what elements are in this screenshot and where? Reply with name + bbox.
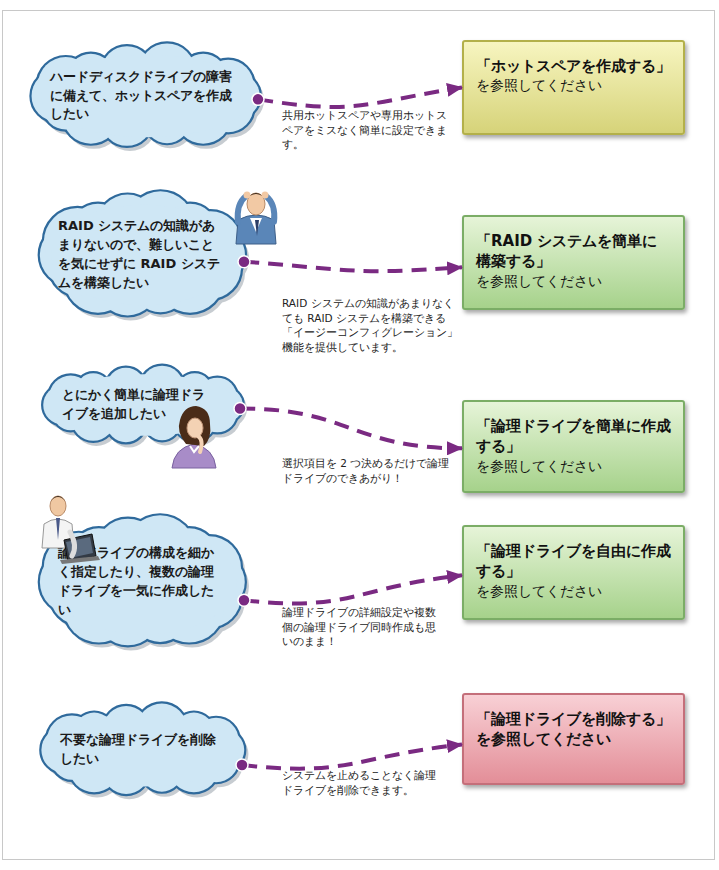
- reference-box: 「論理ドライブを簡単に作成する」を参照してください: [462, 400, 685, 493]
- dashed-arrow: [238, 256, 462, 271]
- box-body: を参照してください: [476, 582, 671, 601]
- cloud-text-area: 不要な論理ドライブを削除したい: [36, 700, 252, 800]
- cloud-fill: [43, 366, 242, 443]
- cloud-shadow: [45, 368, 247, 447]
- box-body: を参照してください: [476, 76, 671, 95]
- reference-box: 「ホットスペアを作成する」を参照してください: [462, 40, 685, 135]
- box-title: 「論理ドライブを自由に作成する」: [476, 541, 671, 582]
- thought-cloud: とにかく簡単に論理ドライブを追加したい: [38, 362, 250, 448]
- cloud-shadow: [33, 46, 264, 151]
- box-title: 「論理ドライブを削除する」を参照してください: [476, 709, 671, 750]
- cloud-fill: [40, 191, 245, 315]
- dashed-line: [244, 262, 462, 271]
- thought-cloud: RAID システムの知識があまりないので、難しいことを気にせずに RAID シス…: [34, 188, 254, 322]
- cloud-text: RAID システムの知識があまりないので、難しいことを気にせずに RAID シス…: [58, 217, 220, 292]
- dashed-line: [258, 88, 462, 107]
- box-body: を参照してください: [476, 457, 671, 476]
- dashed-line: [240, 408, 462, 448]
- box-title: 「RAID システムを簡単に構築する」: [476, 231, 671, 272]
- dashed-arrow: [236, 745, 462, 771]
- reference-box: 「RAID システムを簡単に構築する」を参照してください: [462, 215, 685, 310]
- thought-cloud: ハードディスクドライブの障害に備えて、ホットスペアを作成したい: [26, 40, 268, 152]
- reference-box: 「論理ドライブを削除する」を参照してください: [462, 693, 685, 785]
- cloud-border: [43, 365, 243, 442]
- dashed-line: [244, 575, 462, 603]
- cloud-border: [41, 703, 244, 794]
- cloud-border: [31, 43, 260, 146]
- cloud-shadow: [42, 194, 250, 320]
- cloud-outline: [36, 700, 252, 800]
- cloud-text: 不要な論理ドライブを削除したい: [60, 731, 218, 769]
- edge-note: 論理ドライブの詳細設定や複数個の論理ドライブ同時作成も思いのまま！: [282, 605, 442, 649]
- cloud-text: とにかく簡単に論理ドライブを追加したい: [62, 386, 216, 424]
- thought-cloud: 不要な論理ドライブを削除したい: [36, 700, 252, 800]
- edge-note: 選択項目を 2 つ決めるだけで論理ドライブのできあがり！: [282, 456, 454, 485]
- cloud-shadow: [42, 518, 249, 650]
- cloud-outline: [34, 512, 254, 652]
- cloud-outline: [38, 362, 250, 448]
- cloud-border: [40, 191, 246, 315]
- cloud-text-area: ハードディスクドライブの障害に備えて、ホットスペアを作成したい: [26, 40, 268, 152]
- cloud-fill: [32, 43, 260, 145]
- dashed-line: [242, 745, 462, 769]
- cloud-text: 論理ドライブの構成を細かく指定したり、複数の論理ドライブを一気に作成したい: [58, 544, 220, 619]
- box-body: を参照してください: [476, 272, 671, 291]
- cloud-shadow: [43, 706, 248, 799]
- edge-note: 共用ホットスペアや専用ホットスペアをミスなく簡単に設定できます。: [282, 108, 454, 152]
- cloud-fill: [40, 515, 245, 645]
- dashed-arrow: [234, 402, 462, 448]
- cloud-outline: [34, 188, 254, 322]
- box-title: 「ホットスペアを作成する」: [476, 56, 671, 76]
- edge-note: システムを止めることなく論理ドライブを削除できます。: [282, 768, 442, 797]
- cloud-text-area: RAID システムの知識があまりないので、難しいことを気にせずに RAID シス…: [34, 188, 254, 322]
- edge-note: RAID システムの知識があまりなくても RAID システムを構築できる「イージ…: [282, 296, 464, 355]
- cloud-text-area: 論理ドライブの構成を細かく指定したり、複数の論理ドライブを一気に作成したい: [34, 512, 254, 652]
- thought-cloud: 論理ドライブの構成を細かく指定したり、複数の論理ドライブを一気に作成したい: [34, 512, 254, 652]
- box-title: 「論理ドライブを簡単に作成する」: [476, 416, 671, 457]
- reference-box: 「論理ドライブを自由に作成する」を参照してください: [462, 525, 685, 620]
- cloud-border: [40, 515, 245, 645]
- cloud-fill: [41, 704, 244, 794]
- cloud-text: ハードディスクドライブの障害に備えて、ホットスペアを作成したい: [50, 68, 234, 125]
- dashed-arrow: [252, 88, 462, 107]
- cloud-text-area: とにかく簡単に論理ドライブを追加したい: [38, 362, 250, 448]
- dashed-arrow: [238, 575, 462, 606]
